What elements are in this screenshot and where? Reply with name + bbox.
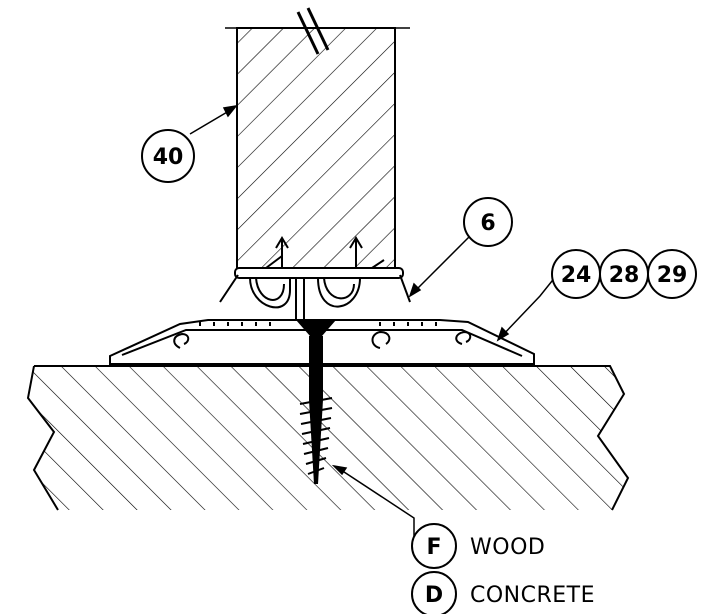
callout-6: 6 <box>463 197 513 247</box>
callout-24-label: 24 <box>561 263 592 288</box>
callout-28-label: 28 <box>609 263 640 288</box>
callout-40: 40 <box>141 129 195 183</box>
callout-29: 29 <box>647 249 697 299</box>
callout-24: 24 <box>551 249 601 299</box>
callout-D-label: D <box>425 583 443 608</box>
leader-lines <box>189 104 557 540</box>
screw-fastener <box>296 320 336 484</box>
legend-concrete: CONCRETE <box>470 583 595 608</box>
callout-F-label: F <box>426 535 441 560</box>
callout-D: D <box>411 571 457 614</box>
callout-28: 28 <box>599 249 649 299</box>
callout-40-label: 40 <box>153 145 184 170</box>
callout-6-label: 6 <box>480 211 495 236</box>
legend-wood: WOOD <box>470 535 545 560</box>
seal-gasket <box>219 236 411 320</box>
callout-F: F <box>411 523 457 569</box>
post-member <box>225 7 410 271</box>
callout-29-label: 29 <box>657 263 688 288</box>
